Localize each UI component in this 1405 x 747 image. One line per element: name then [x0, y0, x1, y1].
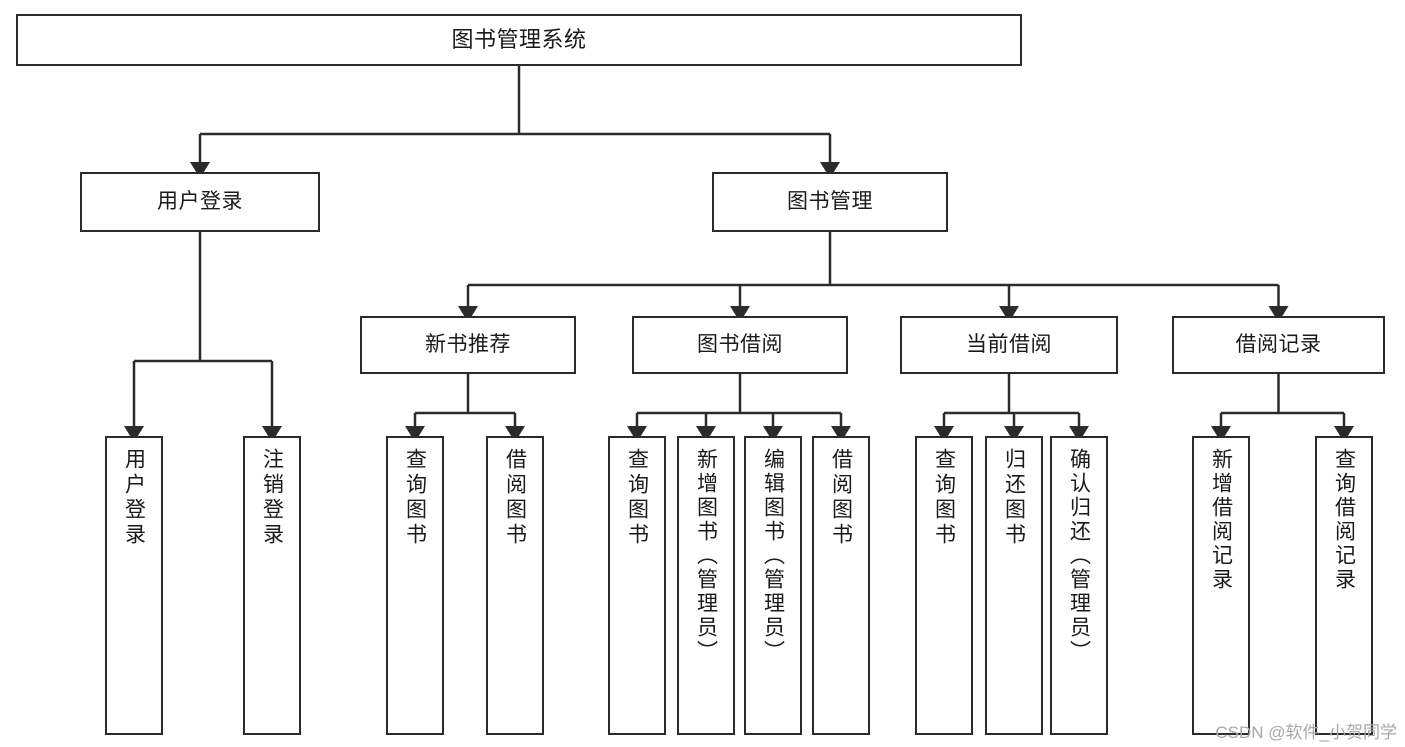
node-label: 确认归还（管理员）: [1067, 448, 1091, 664]
node-bookmgmt[interactable]: 图书管理: [712, 172, 948, 232]
node-current[interactable]: 当前借阅: [900, 316, 1118, 374]
node-newbook[interactable]: 新书推荐: [360, 316, 576, 374]
node-c-query[interactable]: 查询图书: [915, 436, 973, 735]
node-label: 用户登录: [157, 190, 243, 214]
node-c-return[interactable]: 归还图书: [985, 436, 1043, 735]
node-l-login[interactable]: 用户登录: [105, 436, 163, 735]
csdn-watermark: CSDN @软件_小贺同学: [1215, 723, 1397, 742]
node-n-borrow[interactable]: 借阅图书: [486, 436, 544, 735]
node-label: 新增借阅记录: [1209, 448, 1233, 592]
node-label: 新增图书（管理员）: [694, 448, 718, 664]
node-b-borrow[interactable]: 借阅图书: [812, 436, 870, 735]
node-label: 查询图书: [403, 448, 427, 548]
node-b-query[interactable]: 查询图书: [608, 436, 666, 735]
node-label: 借阅图书: [829, 448, 853, 548]
node-c-confirm[interactable]: 确认归还（管理员）: [1050, 436, 1108, 735]
node-r-add[interactable]: 新增借阅记录: [1192, 436, 1250, 735]
node-label: 注销登录: [260, 448, 284, 548]
node-label: 图书借阅: [697, 333, 783, 357]
node-label: 当前借阅: [966, 333, 1052, 357]
node-label: 用户登录: [122, 448, 146, 548]
node-label: 编辑图书（管理员）: [761, 448, 785, 664]
node-login[interactable]: 用户登录: [80, 172, 320, 232]
node-r-query[interactable]: 查询借阅记录: [1315, 436, 1373, 735]
edges-group: [124, 66, 1354, 443]
node-label: 图书管理: [787, 190, 873, 214]
node-label: 借阅图书: [503, 448, 527, 548]
node-label: 查询图书: [932, 448, 956, 548]
node-label: 借阅记录: [1235, 333, 1322, 357]
node-label: 归还图书: [1002, 448, 1026, 548]
node-label: 新书推荐: [425, 333, 511, 357]
node-label: 查询图书: [625, 448, 649, 548]
node-records[interactable]: 借阅记录: [1172, 316, 1385, 374]
node-borrow[interactable]: 图书借阅: [632, 316, 848, 374]
node-l-logout[interactable]: 注销登录: [243, 436, 301, 735]
node-b-edit[interactable]: 编辑图书（管理员）: [744, 436, 802, 735]
node-label: 查询借阅记录: [1332, 448, 1356, 592]
node-b-add[interactable]: 新增图书（管理员）: [677, 436, 735, 735]
node-root[interactable]: 图书管理系统: [16, 14, 1022, 66]
node-label: 图书管理系统: [451, 26, 587, 52]
node-n-query[interactable]: 查询图书: [386, 436, 444, 735]
